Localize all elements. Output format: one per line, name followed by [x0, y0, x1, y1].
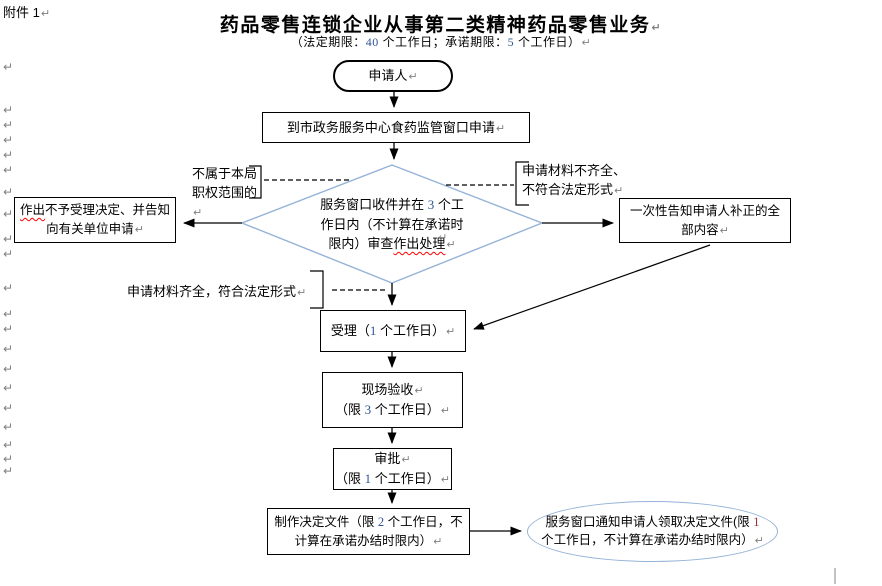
pickup-line1: 服务窗口通知申请人领取决定文件(限 1	[545, 515, 760, 529]
page-subtitle: （法定期限：40 个工作日；承诺期限：5 个工作日）↵	[0, 33, 882, 50]
review-line2: 作日内（不计算在承诺时	[320, 216, 464, 232]
approve-box: 审批↵ （限 1 个工作日）↵	[333, 448, 452, 490]
paragraph-mark: ↵	[3, 381, 14, 395]
paragraph-mark: ↵	[754, 534, 764, 547]
review-line3-misspelled: 作出处理	[393, 236, 446, 251]
reject-line2: 向有关单位申请	[46, 222, 134, 236]
site-check-box: 现场验收↵ （限 3 个工作日）↵	[322, 372, 463, 428]
paragraph-mark: ↵	[134, 223, 144, 236]
reject-decision-box: 作出不予受理决定、并告知 向有关单位申请↵	[14, 197, 176, 243]
approve-line2: （限 1 个工作日）	[335, 471, 440, 486]
pickup-notice-ellipse: 服务窗口通知申请人领取决定文件(限 1 个工作日，不计算在承诺办结时限内）↵	[527, 501, 778, 562]
paragraph-mark: ↵	[719, 223, 729, 237]
paragraph-mark: ↵	[3, 464, 14, 478]
page-title: 药品零售连锁企业从事第二类精神药品零售业务↵	[0, 10, 882, 37]
label-materials-incomplete-line1: 申请材料不齐全、	[522, 163, 627, 178]
paragraph-mark: ↵	[193, 206, 203, 219]
paragraph-mark: ↵	[414, 384, 424, 397]
start-node-label: 申请人	[368, 68, 408, 83]
accept-box: 受理（1 个工作日）↵	[320, 310, 466, 352]
label-materials-incomplete: 申请材料不齐全、 不符合法定形式↵	[522, 161, 637, 200]
pickup-line2: 个工作日，不计算在承诺办结时限内）	[541, 533, 754, 547]
review-line3: 限内）审查	[328, 236, 394, 251]
paragraph-mark: ↵	[3, 163, 14, 177]
apply-window-label: 到市政务服务中心食药监管窗口申请	[286, 119, 495, 135]
notify-correction-box: 一次性告知申请人补正的全 部内容↵	[619, 198, 791, 243]
bracket-materials-complete	[310, 270, 324, 309]
paragraph-mark: ↵	[3, 118, 14, 132]
paragraph-mark: ↵	[3, 148, 14, 162]
paragraph-mark: ↵	[3, 307, 14, 321]
paragraph-mark: ↵	[408, 70, 418, 83]
paragraph-mark: ↵	[495, 121, 506, 135]
attachment-label: 附件 1↵	[3, 2, 50, 21]
label-not-jurisdiction-line1: 不属于本局	[192, 166, 258, 181]
reject-line1: 不予受理决定、并告知	[45, 203, 171, 217]
start-node-applicant: 申请人↵	[333, 60, 453, 92]
paragraph-mark: ↵	[3, 452, 14, 466]
paragraph-mark: ↵	[438, 231, 448, 244]
label-materials-complete: 申请材料齐全，符合法定形式↵	[127, 282, 327, 302]
make-document-line2: 计算在承诺办结时限内）	[294, 533, 433, 548]
make-document-line1: 制作决定文件（限 2 个工作日，不	[274, 514, 463, 529]
label-materials-complete-text: 申请材料齐全，符合法定形式	[127, 284, 297, 299]
notify-correction-line1: 一次性告知申请人补正的全	[629, 203, 780, 218]
paragraph-mark: ↵	[3, 420, 14, 434]
paragraph-mark: ↵	[3, 342, 14, 356]
paragraph-mark: ↵	[3, 247, 14, 261]
bracket-materials-incomplete	[515, 161, 529, 206]
accept-label: 受理（1 个工作日）	[330, 323, 445, 338]
paragraph-mark: ↵	[401, 453, 411, 466]
review-line1: 服务窗口收件并在 3 个工	[320, 197, 464, 212]
paragraph-mark: ↵	[40, 7, 51, 20]
paragraph-mark: ↵	[3, 362, 14, 376]
paragraph-mark: ↵	[433, 534, 443, 548]
label-not-jurisdiction: 不属于本局 职权范围的 ↵	[192, 164, 267, 222]
paragraph-mark: ↵	[3, 207, 14, 221]
page-subtitle-text: （法定期限：40 个工作日；承诺期限：5 个工作日）	[290, 35, 581, 49]
paragraph-mark: ↵	[3, 103, 14, 117]
paragraph-mark: ↵	[440, 473, 450, 486]
paragraph-mark: ↵	[651, 21, 663, 34]
notify-correction-line2: 部内容	[681, 222, 719, 237]
approve-line1: 审批	[374, 451, 401, 466]
paragraph-mark: ↵	[614, 184, 624, 197]
paragraph-mark: ↵	[3, 322, 14, 336]
arrow-notify-to-accept	[473, 244, 711, 330]
paragraph-mark: ↵	[440, 404, 450, 417]
paragraph-mark: ↵	[3, 185, 14, 199]
paragraph-mark: ↵	[446, 238, 456, 251]
label-not-jurisdiction-line2: 职权范围的	[192, 185, 258, 200]
paragraph-mark: ↵	[3, 133, 14, 147]
site-check-line1: 现场验收	[361, 382, 414, 397]
bracket-not-jurisdiction	[249, 165, 262, 199]
paragraph-mark: ↵	[3, 60, 14, 74]
make-document-box: 制作决定文件（限 2 个工作日，不 计算在承诺办结时限内）↵	[267, 508, 470, 555]
paragraph-mark: ↵	[3, 438, 14, 452]
paragraph-mark: ↵	[445, 325, 456, 338]
reject-line1-misspelled: 作出	[19, 203, 45, 217]
paragraph-mark: ↵	[581, 36, 592, 49]
apply-window-box: 到市政务服务中心食药监管窗口申请↵	[262, 112, 530, 143]
site-check-line2: （限 3 个工作日）	[335, 402, 440, 417]
paragraph-mark: ↵	[3, 401, 14, 415]
page-title-text: 药品零售连锁企业从事第二类精神药品零售业务	[219, 15, 651, 36]
attachment-text: 附件 1	[3, 5, 40, 20]
label-materials-incomplete-line2: 不符合法定形式	[522, 182, 614, 197]
review-diamond-text: 服务窗口收件并在 3 个工 作日内（不计算在承诺时 限内）审查作出处理↵	[292, 195, 492, 255]
paragraph-mark: ↵	[297, 286, 307, 299]
paragraph-mark: ↵	[3, 281, 14, 295]
paragraph-mark: ↵	[3, 232, 14, 246]
